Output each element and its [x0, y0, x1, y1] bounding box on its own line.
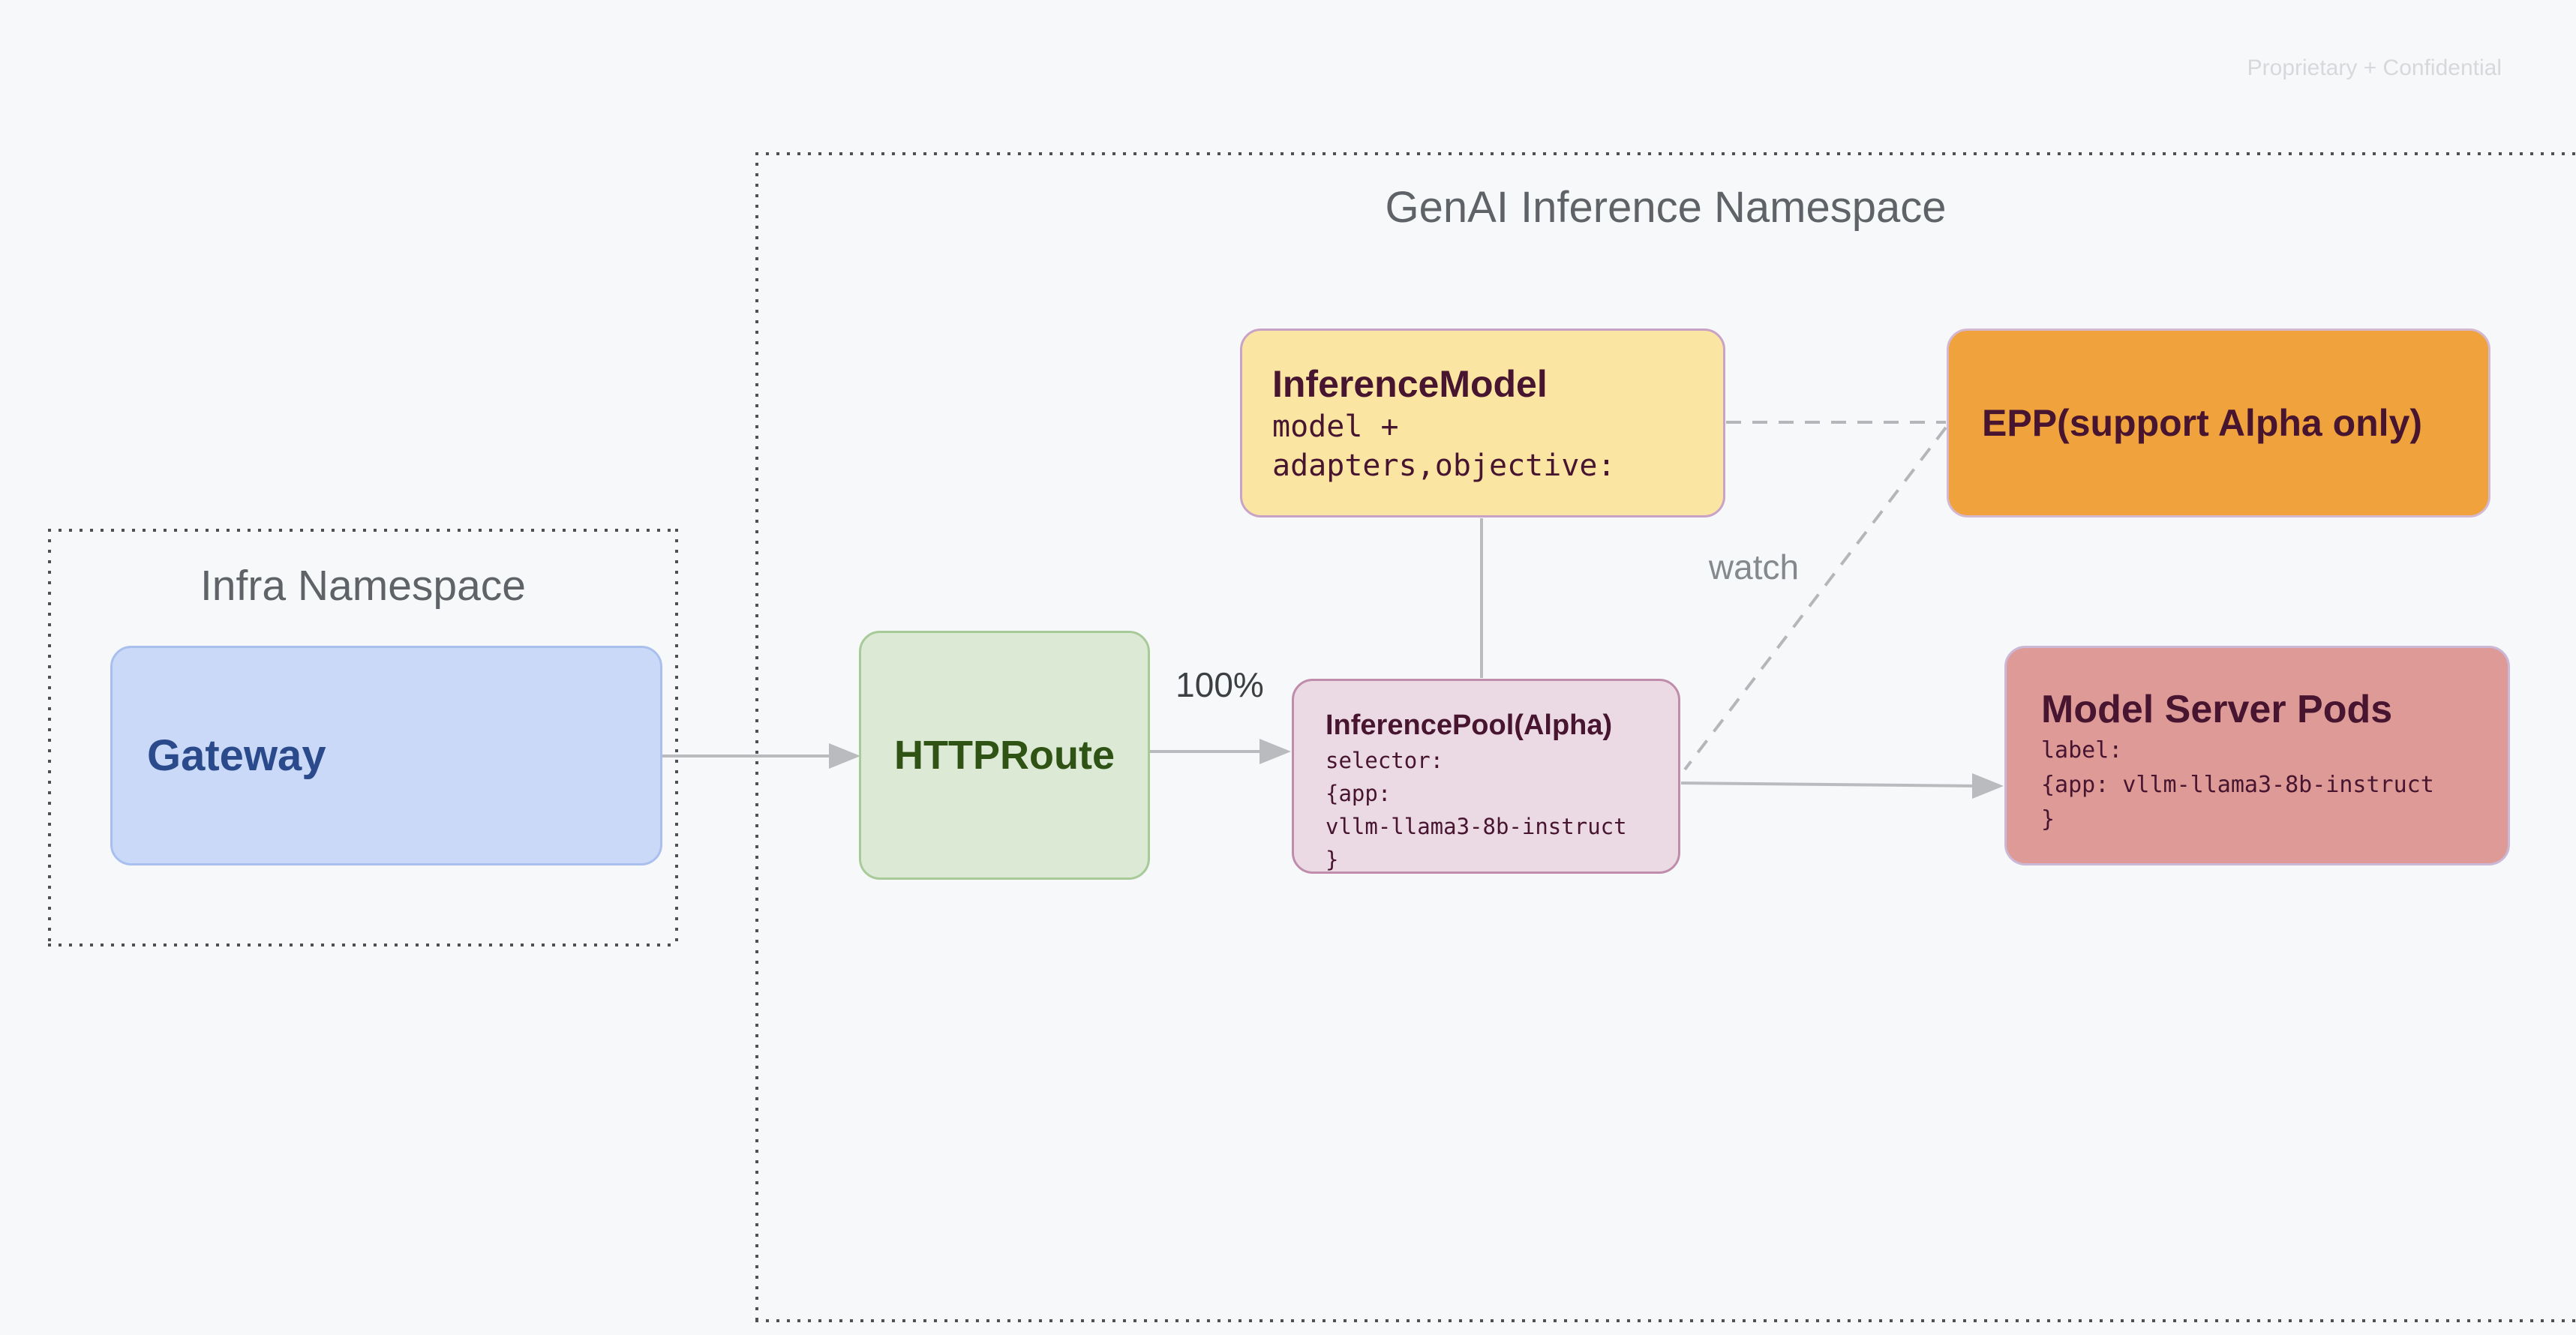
- infra-namespace-title: Infra Namespace: [200, 562, 527, 610]
- infra-border-right: [675, 529, 678, 946]
- watch-label: watch: [1708, 548, 1800, 586]
- genai-border-top: [755, 152, 2576, 155]
- inference-model-node: InferenceModel model + adapters,objectiv…: [1240, 328, 1725, 518]
- route-weight-label: 100%: [1175, 665, 1264, 704]
- model-server-pods-node: Model Server Pods label: {app: vllm-llam…: [2004, 646, 2510, 866]
- genai-namespace-title: GenAI Inference Namespace: [1385, 183, 1947, 232]
- httproute-node: HTTPRoute: [859, 631, 1150, 880]
- epp-title: EPP(support Alpha only): [1982, 402, 2423, 444]
- confidential-note: Proprietary + Confidential: [2247, 56, 2502, 80]
- model-server-pods-title: Model Server Pods: [2041, 688, 2393, 731]
- infra-border-top: [48, 529, 678, 532]
- inference-model-line: adapters,objective:: [1272, 448, 1616, 483]
- infra-border-left: [48, 529, 51, 946]
- httproute-title: HTTPRoute: [894, 733, 1115, 778]
- inference-pool-line: vllm-llama3-8b-instruct: [1326, 814, 1627, 839]
- epp-node: EPP(support Alpha only): [1947, 328, 2490, 518]
- model-server-pods-line: }: [2041, 806, 2055, 832]
- infra-border-bottom: [48, 944, 678, 946]
- genai-border-bottom: [755, 1319, 2576, 1322]
- gateway-node: Gateway: [110, 646, 662, 866]
- model-server-pods-line: {app: vllm-llama3-8b-instruct: [2041, 772, 2434, 798]
- gateway-title: Gateway: [147, 731, 326, 780]
- inference-pool-line: {app:: [1326, 781, 1392, 806]
- inference-pool-title: InferencePool(Alpha): [1326, 710, 1613, 741]
- model-server-pods-line: label:: [2041, 737, 2123, 764]
- inference-pool-line: selector:: [1326, 748, 1444, 773]
- infra-namespace-box: [48, 529, 678, 946]
- inference-pool-node: InferencePool(Alpha) selector: {app: vll…: [1292, 679, 1680, 874]
- genai-border-left: [755, 152, 758, 1322]
- inference-pool-line: }: [1326, 847, 1339, 872]
- inference-model-title: InferenceModel: [1272, 363, 1548, 405]
- inference-model-line: model +: [1272, 410, 1399, 444]
- genai-namespace-box: [755, 152, 2576, 1322]
- google-watermark: Google: [2375, 1326, 2570, 1335]
